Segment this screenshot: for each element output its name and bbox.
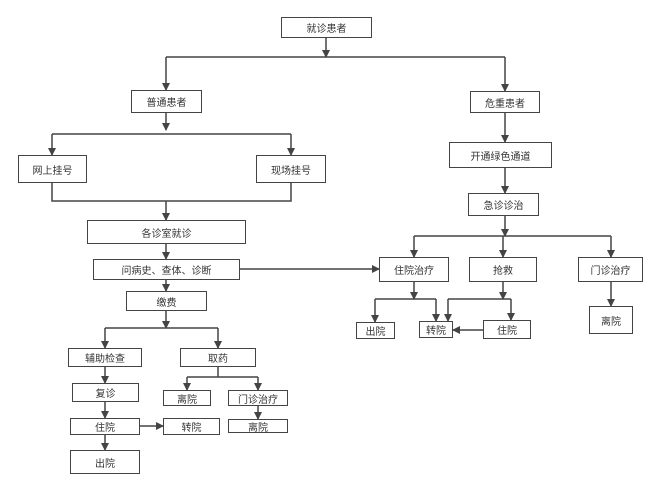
node-leave: 离院 bbox=[228, 419, 288, 434]
node-get-medicine: 取药 bbox=[180, 348, 256, 367]
node-online-registration: 网上挂号 bbox=[18, 155, 87, 183]
node-leave: 离院 bbox=[163, 390, 211, 406]
node-normal-patient: 普通患者 bbox=[131, 90, 202, 113]
node-inpatient-treatment: 住院治疗 bbox=[379, 257, 449, 282]
node-emergency: 急诊诊治 bbox=[468, 193, 539, 216]
node-discharge: 出院 bbox=[70, 450, 140, 474]
node-leave: 离院 bbox=[589, 306, 633, 334]
node-green-channel: 开通绿色通道 bbox=[449, 142, 552, 168]
node-onsite-registration: 现场挂号 bbox=[256, 155, 326, 183]
node-diagnosis: 问病史、查体、诊断 bbox=[93, 259, 240, 280]
node-outpatient-treatment: 门诊治疗 bbox=[228, 390, 288, 406]
node-discharge: 出院 bbox=[356, 322, 395, 339]
node-revisit: 复诊 bbox=[72, 383, 139, 402]
node-aux-exam: 辅助检查 bbox=[68, 348, 142, 367]
node-payment: 缴费 bbox=[126, 291, 207, 311]
node-clinic-visit: 各诊室就诊 bbox=[87, 220, 246, 244]
node-hospitalize: 住院 bbox=[483, 320, 531, 339]
node-start: 就诊患者 bbox=[281, 17, 372, 38]
node-transfer: 转院 bbox=[163, 418, 220, 435]
node-transfer: 转院 bbox=[419, 321, 453, 338]
node-outpatient-treatment: 门诊治疗 bbox=[578, 257, 643, 282]
node-hospitalize: 住院 bbox=[70, 418, 140, 435]
node-rescue: 抢救 bbox=[469, 257, 537, 282]
node-critical-patient: 危重患者 bbox=[470, 91, 540, 113]
connector bbox=[51, 183, 292, 202]
